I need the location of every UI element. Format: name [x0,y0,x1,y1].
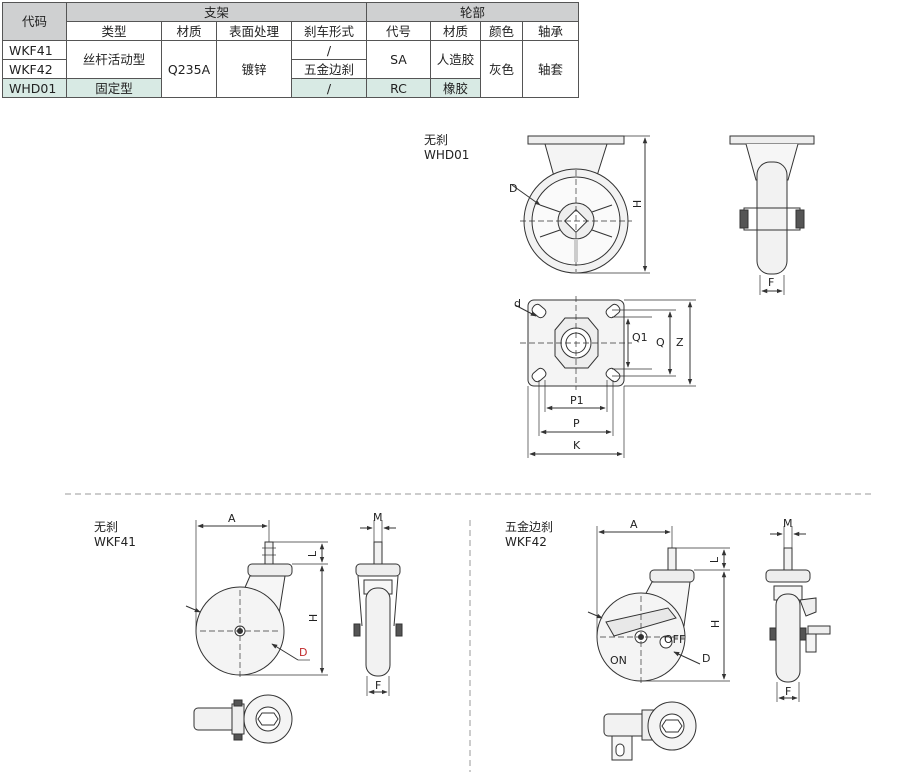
whd01-front-view [729,135,815,295]
wkf41-front-view [353,520,403,696]
dim-D-wkf41: D [299,646,308,659]
dim-H-whd01: H [631,199,645,209]
dim-P: P [573,417,580,430]
dim-F-whd01: F [768,276,775,289]
wkf41-side-view [185,520,328,680]
code-wkf42: WKF42 [2,59,67,79]
dim-L-wkf41: L [306,550,320,558]
dim-K: K [573,439,581,452]
wkf41-top-view [193,694,293,744]
header-type: 类型 [66,21,162,41]
header-code: 代码 [2,2,67,41]
dim-F-wkf41: F [375,679,382,692]
type-fixed: 固定型 [66,78,162,98]
type-swivel: 丝杆活动型 [66,40,162,79]
wkf41-label-code: WKF41 [94,535,136,549]
code-whd01: WHD01 [2,78,67,98]
wheel-code-sa: SA [366,40,431,79]
header-bearing: 轴承 [522,21,579,41]
spec-table: 代码 支架 轮部 类型 材质 表面处理 刹车形式 代号 材质 颜色 轴承 WKF… [2,2,579,98]
whd01-plate-view [514,296,696,458]
wkf42-front-view [765,526,831,702]
dim-M-wkf42: M [783,517,793,530]
brake-state-off: OFF [664,633,686,646]
dim-L-wkf42: L [708,556,722,564]
wheel-material-rc: 橡胶 [430,78,481,98]
whd01-label-brake: 无刹 [424,133,449,147]
dim-D-whd01: D [509,182,518,195]
wkf42-side-view [587,526,730,684]
dim-H-wkf41: H [307,613,321,623]
dim-Z: Z [676,336,684,349]
dim-D-wkf42: D [702,652,711,665]
brake-whd01: / [291,78,367,98]
dim-H-wkf42: H [709,619,723,629]
header-surface: 表面处理 [216,21,292,41]
dim-A-wkf41: A [228,512,236,525]
wkf42-label-code: WKF42 [505,535,547,549]
whd01-side-view [511,135,650,274]
whd01-label-code: WHD01 [424,148,470,162]
brake-state-on: ON [610,654,627,667]
wkf42-top-view [603,701,697,761]
header-wheel: 轮部 [366,2,579,22]
header-bracket: 支架 [66,2,367,22]
dim-A-wkf42: A [630,518,638,531]
dim-d-whd01: d [514,297,521,310]
dim-F-wkf42: F [785,685,792,698]
wheel-code-rc: RC [366,78,431,98]
dim-M-wkf41: M [373,511,383,524]
surface-treatment: 镀锌 [216,40,292,98]
dim-P1: P1 [570,394,584,407]
wheel-bearing: 轴套 [522,40,579,98]
brake-wkf42: 五金边刹 [291,59,367,79]
wkf42-label-brake: 五金边刹 [505,520,554,534]
wkf41-label-brake: 无刹 [94,520,119,534]
dim-Q1: Q1 [632,331,648,344]
dim-Q: Q [656,336,665,349]
